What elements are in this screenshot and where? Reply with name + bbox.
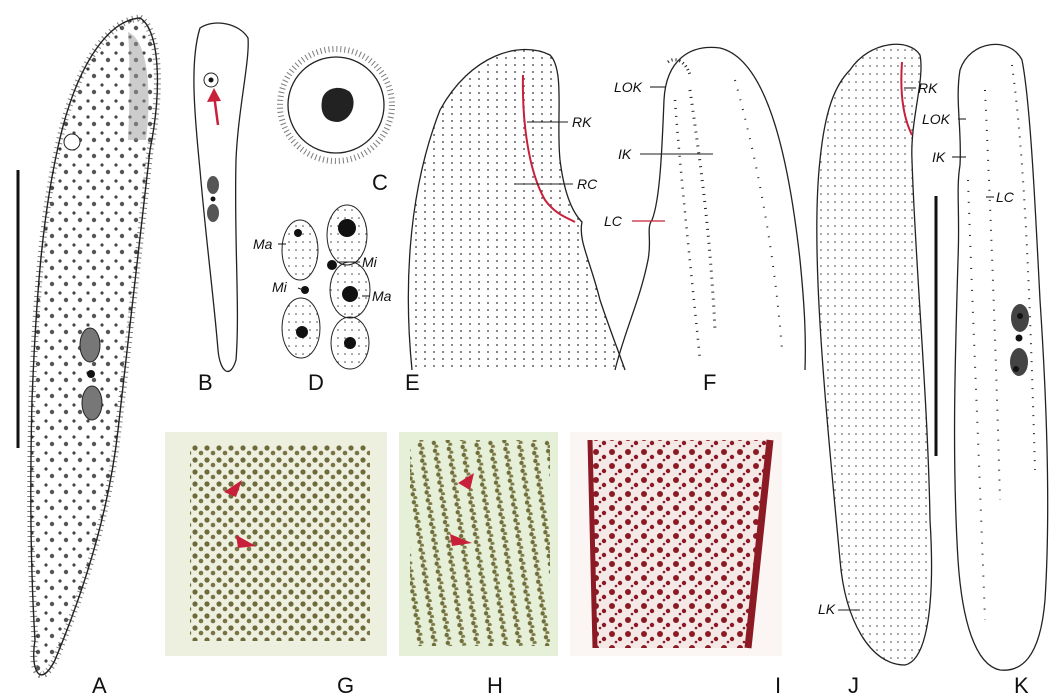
panel-C-vacuole xyxy=(280,49,392,161)
panel-D-nuclei xyxy=(278,205,370,369)
macronucleus-B-2 xyxy=(207,204,219,222)
panel-label-G: G xyxy=(337,673,354,698)
label-D-ma-2: Ma xyxy=(372,288,392,304)
label-D-ma-1: Ma xyxy=(253,236,273,252)
label-K-lok: LOK xyxy=(922,111,951,127)
macronucleus-D-1 xyxy=(282,220,318,280)
panel-label-F: F xyxy=(703,370,716,395)
macronucleus-K-2 xyxy=(1010,348,1028,376)
panel-label-J: J xyxy=(848,673,859,698)
micronucleus-D-2 xyxy=(327,260,337,270)
label-D-mi-1: Mi xyxy=(272,279,288,295)
label-E-rk: RK xyxy=(572,114,592,130)
label-K-lc: LC xyxy=(996,189,1015,205)
lok-dots-F xyxy=(668,60,690,75)
panel-label-E: E xyxy=(405,370,420,395)
cell-E-outline xyxy=(408,50,625,370)
panel-A-cell-drawing xyxy=(18,18,157,675)
cell-J-outline xyxy=(817,44,932,665)
panel-label-H: H xyxy=(487,673,503,698)
cell-F-outline xyxy=(615,47,805,370)
label-J-rk: RK xyxy=(918,80,938,96)
arrow-B-head xyxy=(207,88,221,102)
panel-label-D: D xyxy=(308,370,324,395)
label-D-mi-2: Mi xyxy=(362,254,378,270)
micronucleus-A xyxy=(87,370,95,378)
panel-label-K: K xyxy=(1014,673,1029,698)
cell-K-outline xyxy=(955,44,1048,670)
label-F-lok: LOK xyxy=(614,79,643,95)
panel-label-C: C xyxy=(372,170,388,195)
panel-I-stained-micrograph xyxy=(570,432,782,656)
cell-B-outline xyxy=(194,23,248,371)
panel-K-kinety-map xyxy=(936,44,1048,670)
panel-label-A: A xyxy=(92,673,107,698)
panel-H-micrograph xyxy=(399,432,558,656)
label-E-rc: RC xyxy=(577,176,598,192)
panel-label-I: I xyxy=(775,673,781,698)
label-K-ik: IK xyxy=(932,149,946,165)
label-F-ik: IK xyxy=(618,146,632,162)
macronucleus-A-2 xyxy=(82,386,102,420)
ik-dots-F xyxy=(690,90,715,330)
label-F-lc: LC xyxy=(604,213,623,229)
label-J-lk: LK xyxy=(818,601,836,617)
panel-B-silhouette xyxy=(194,23,248,371)
panel-G-micrograph xyxy=(165,432,387,656)
panel-J-kinety-map xyxy=(817,44,932,665)
outer-dots-F xyxy=(735,80,782,350)
macronucleus-B-1 xyxy=(207,176,219,194)
contractile-vacuole-A xyxy=(64,134,80,150)
micronucleus-K xyxy=(1016,335,1023,342)
panel-F-kinety-map xyxy=(615,47,805,370)
panel-E-kinety-map xyxy=(408,50,625,370)
panel-label-B: B xyxy=(198,370,213,395)
macronucleus-A-1 xyxy=(80,328,100,362)
